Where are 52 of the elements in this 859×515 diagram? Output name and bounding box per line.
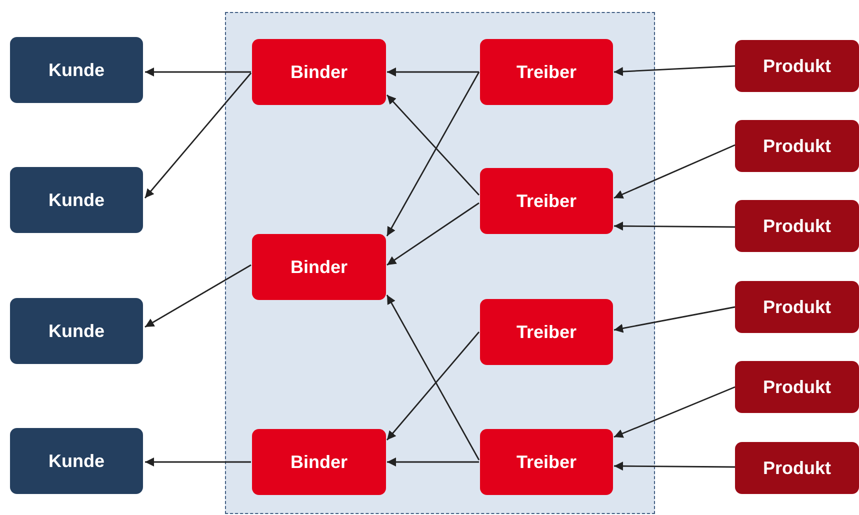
node-label: Treiber <box>516 452 577 472</box>
node-label: Produkt <box>762 458 831 478</box>
node-label: Treiber <box>516 62 577 82</box>
arrow <box>387 458 479 466</box>
node-label: Treiber <box>516 322 577 342</box>
node-label: Binder <box>290 452 348 472</box>
node-label: Produkt <box>762 136 831 156</box>
arrow <box>386 332 480 440</box>
node-label: Produkt <box>762 56 831 76</box>
product-box <box>735 200 859 252</box>
arrow <box>614 386 736 438</box>
product-box <box>735 442 859 494</box>
node-label: Kunde <box>48 60 104 80</box>
node-label: Kunde <box>48 320 104 342</box>
node-label: Treiber <box>516 190 577 212</box>
customer-box <box>10 298 143 364</box>
arrow <box>614 306 736 333</box>
product-box <box>735 120 859 172</box>
product-box <box>735 361 859 413</box>
node-label: Binder <box>290 256 348 278</box>
arrow <box>387 68 479 76</box>
arrow <box>614 144 736 199</box>
dashed-region <box>225 12 655 514</box>
node-label: Kunde <box>48 450 104 472</box>
node-label: Kunde <box>48 190 104 210</box>
arrow <box>144 264 252 328</box>
arrow <box>614 462 735 471</box>
driver-box <box>480 168 613 234</box>
binder-box <box>252 429 386 495</box>
product-box <box>735 40 859 92</box>
arrow <box>386 94 480 196</box>
arrow <box>145 458 251 466</box>
binder-box <box>252 39 386 105</box>
customer-box <box>10 37 143 103</box>
arrow <box>614 222 735 231</box>
driver-box <box>480 429 613 495</box>
arrow <box>386 72 480 236</box>
arrow <box>386 202 480 266</box>
arrow <box>614 65 736 76</box>
arrow <box>144 72 252 198</box>
arrow <box>386 294 480 460</box>
customer-box <box>10 428 143 494</box>
node-label: Binder <box>290 62 348 82</box>
driver-box <box>480 299 613 365</box>
binder-box <box>252 234 386 300</box>
driver-box <box>480 39 613 105</box>
node-label: Produkt <box>762 216 831 236</box>
customer-box <box>10 167 143 233</box>
node-label: Produkt <box>762 376 831 398</box>
product-box <box>735 281 859 333</box>
node-label: Produkt <box>762 296 831 318</box>
arrow <box>145 68 251 76</box>
